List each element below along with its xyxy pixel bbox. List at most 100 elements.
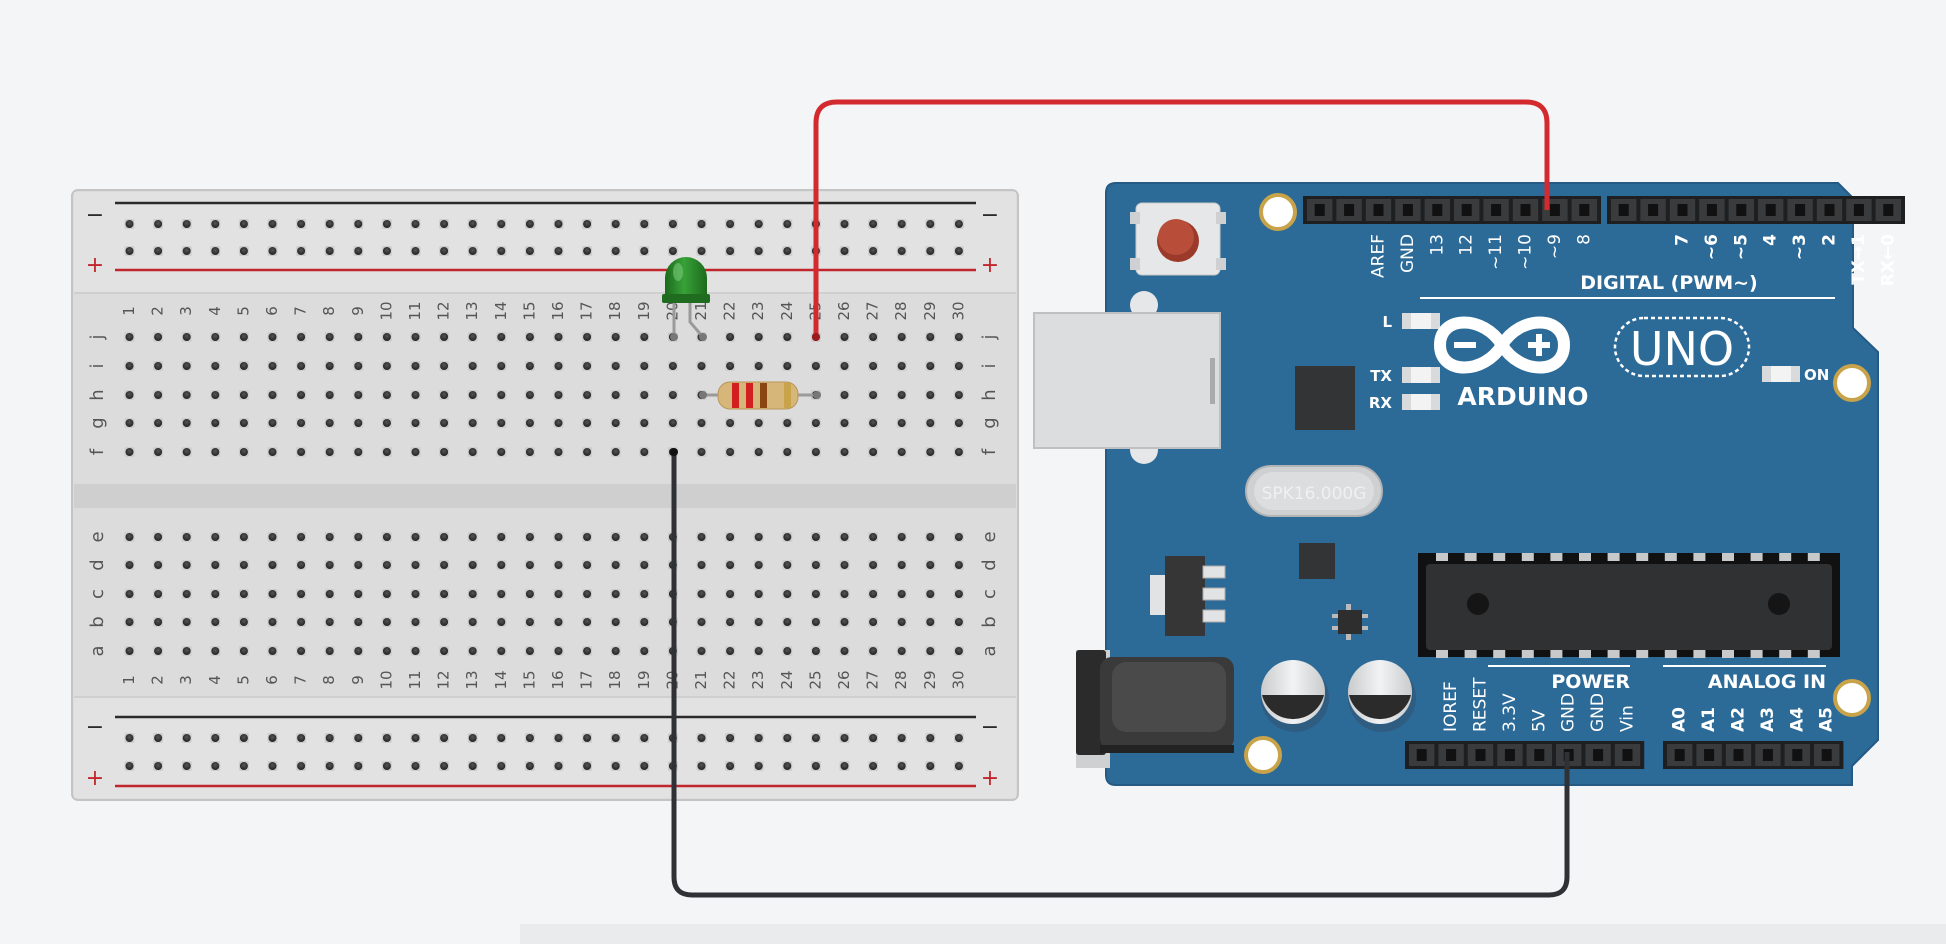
breadboard-hole[interactable] xyxy=(696,447,707,457)
breadboard-hole[interactable] xyxy=(696,361,707,371)
breadboard-hole[interactable] xyxy=(210,589,221,599)
breadboard-hole[interactable] xyxy=(582,532,593,542)
breadboard-hole[interactable] xyxy=(839,617,850,627)
power-rail-hole[interactable] xyxy=(925,246,936,256)
power-rail-hole[interactable] xyxy=(553,219,564,229)
breadboard-hole[interactable] xyxy=(839,361,850,371)
breadboard-hole[interactable] xyxy=(153,332,164,342)
header-pin[interactable] xyxy=(1814,744,1840,766)
breadboard-hole[interactable] xyxy=(782,560,793,570)
header-pin[interactable] xyxy=(1614,744,1641,766)
breadboard-hole[interactable] xyxy=(610,646,621,656)
header-pin[interactable] xyxy=(1307,199,1333,221)
power-rail-hole[interactable] xyxy=(124,761,135,771)
breadboard-hole[interactable] xyxy=(124,532,135,542)
power-rail-hole[interactable] xyxy=(238,761,249,771)
breadboard-hole[interactable] xyxy=(639,361,650,371)
breadboard-hole[interactable] xyxy=(267,418,278,428)
breadboard-hole[interactable] xyxy=(353,617,364,627)
power-rail-hole[interactable] xyxy=(639,761,650,771)
power-rail-hole[interactable] xyxy=(782,219,793,229)
breadboard-hole[interactable] xyxy=(181,361,192,371)
breadboard-hole[interactable] xyxy=(210,390,221,400)
power-rail-hole[interactable] xyxy=(868,761,879,771)
power-rail-hole[interactable] xyxy=(925,219,936,229)
breadboard-hole[interactable] xyxy=(582,617,593,627)
breadboard-hole[interactable] xyxy=(324,560,335,570)
breadboard-hole[interactable] xyxy=(324,617,335,627)
power-rail-hole[interactable] xyxy=(181,733,192,743)
breadboard-hole[interactable] xyxy=(296,361,307,371)
breadboard-hole[interactable] xyxy=(610,447,621,457)
breadboard-hole[interactable] xyxy=(553,332,564,342)
breadboard-hole[interactable] xyxy=(810,361,821,371)
power-rail-hole[interactable] xyxy=(810,761,821,771)
power-rail-hole[interactable] xyxy=(896,761,907,771)
breadboard-hole[interactable] xyxy=(153,418,164,428)
breadboard-hole[interactable] xyxy=(153,589,164,599)
breadboard-hole[interactable] xyxy=(810,646,821,656)
breadboard-hole[interactable] xyxy=(725,447,736,457)
power-rail-hole[interactable] xyxy=(267,761,278,771)
breadboard-hole[interactable] xyxy=(381,390,392,400)
breadboard-hole[interactable] xyxy=(524,418,535,428)
breadboard-hole[interactable] xyxy=(267,560,278,570)
power-rail-hole[interactable] xyxy=(782,733,793,743)
breadboard-hole[interactable] xyxy=(696,532,707,542)
breadboard-hole[interactable] xyxy=(639,617,650,627)
breadboard-hole[interactable] xyxy=(496,418,507,428)
power-rail-hole[interactable] xyxy=(238,246,249,256)
power-rail-hole[interactable] xyxy=(953,733,964,743)
breadboard-hole[interactable] xyxy=(553,447,564,457)
breadboard-hole[interactable] xyxy=(296,589,307,599)
power-rail-hole[interactable] xyxy=(524,733,535,743)
breadboard-hole[interactable] xyxy=(696,617,707,627)
breadboard-hole[interactable] xyxy=(467,390,478,400)
breadboard-hole[interactable] xyxy=(753,332,764,342)
breadboard-hole[interactable] xyxy=(953,332,964,342)
power-rail-hole[interactable] xyxy=(153,219,164,229)
power-rail-hole[interactable] xyxy=(753,246,764,256)
breadboard-hole[interactable] xyxy=(725,560,736,570)
power-rail-hole[interactable] xyxy=(124,733,135,743)
power-rail-hole[interactable] xyxy=(725,761,736,771)
breadboard-hole[interactable] xyxy=(153,560,164,570)
breadboard-hole[interactable] xyxy=(896,532,907,542)
breadboard-hole[interactable] xyxy=(868,560,879,570)
header-pin[interactable] xyxy=(1526,744,1552,766)
breadboard-hole[interactable] xyxy=(410,617,421,627)
breadboard-hole[interactable] xyxy=(868,646,879,656)
breadboard-hole[interactable] xyxy=(496,646,507,656)
header-pin[interactable] xyxy=(1640,199,1666,221)
breadboard-hole[interactable] xyxy=(181,532,192,542)
breadboard-hole[interactable] xyxy=(381,332,392,342)
breadboard-hole[interactable] xyxy=(725,617,736,627)
header-pin[interactable] xyxy=(1395,199,1421,221)
breadboard-hole[interactable] xyxy=(953,447,964,457)
breadboard-hole[interactable] xyxy=(153,532,164,542)
breadboard-hole[interactable] xyxy=(153,390,164,400)
breadboard-hole[interactable] xyxy=(639,447,650,457)
breadboard-hole[interactable] xyxy=(753,361,764,371)
breadboard-hole[interactable] xyxy=(524,390,535,400)
power-rail-hole[interactable] xyxy=(467,733,478,743)
breadboard-hole[interactable] xyxy=(582,560,593,570)
breadboard-hole[interactable] xyxy=(953,646,964,656)
breadboard-hole[interactable] xyxy=(725,418,736,428)
breadboard-hole[interactable] xyxy=(238,332,249,342)
breadboard-hole[interactable] xyxy=(267,617,278,627)
breadboard-hole[interactable] xyxy=(353,532,364,542)
breadboard-hole[interactable] xyxy=(524,617,535,627)
breadboard-hole[interactable] xyxy=(124,418,135,428)
breadboard-hole[interactable] xyxy=(353,418,364,428)
breadboard-hole[interactable] xyxy=(467,617,478,627)
power-rail-hole[interactable] xyxy=(667,246,678,256)
breadboard-hole[interactable] xyxy=(381,361,392,371)
breadboard-hole[interactable] xyxy=(925,589,936,599)
breadboard-hole[interactable] xyxy=(181,617,192,627)
header-pin[interactable] xyxy=(1696,744,1722,766)
breadboard-hole[interactable] xyxy=(267,390,278,400)
power-rail-hole[interactable] xyxy=(524,246,535,256)
breadboard-hole[interactable] xyxy=(524,589,535,599)
breadboard-hole[interactable] xyxy=(810,589,821,599)
